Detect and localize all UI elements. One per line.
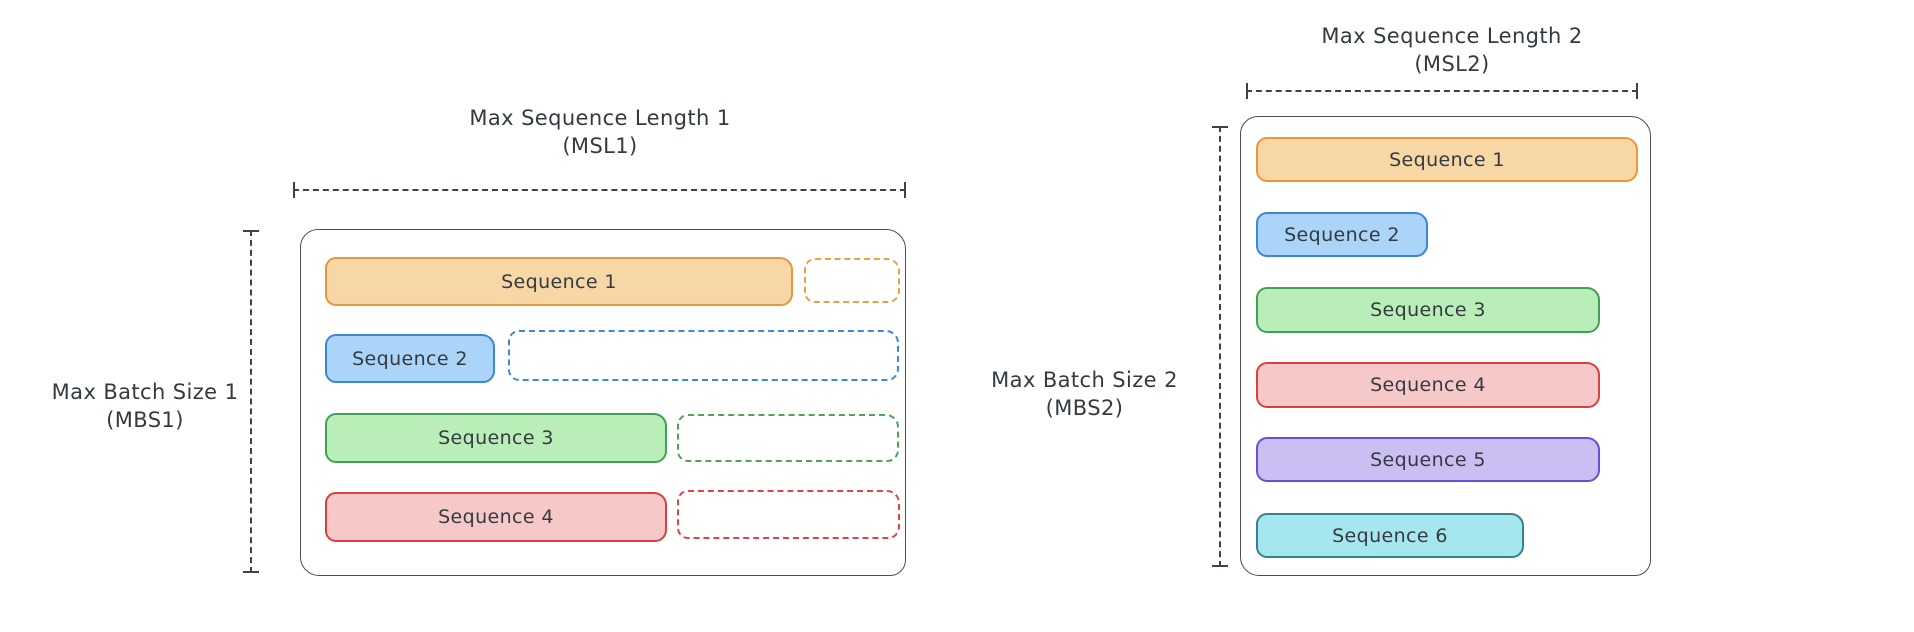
padding-box xyxy=(677,490,900,539)
sequence-box: Sequence 1 xyxy=(1256,137,1638,182)
dimension-tick-left xyxy=(293,182,295,198)
dimension-tick-left xyxy=(1246,83,1248,99)
dimension-tick-top xyxy=(1212,126,1228,128)
msl2-title: Max Sequence Length 2 (MSL2) xyxy=(1212,22,1692,78)
sequence-box: Sequence 2 xyxy=(1256,212,1428,257)
mbs2-label-line1: Max Batch Size 2 xyxy=(991,368,1178,392)
padding-box xyxy=(677,414,899,462)
sequence-label: Sequence 3 xyxy=(1370,299,1486,321)
dimension-tick-bottom xyxy=(1212,565,1228,567)
sequence-box: Sequence 3 xyxy=(1256,287,1600,333)
sequence-label: Sequence 2 xyxy=(352,347,468,370)
batch2-container xyxy=(1240,116,1651,576)
msl2-title-line2: (MSL2) xyxy=(1414,52,1490,76)
mbs1-dimension-line xyxy=(243,230,259,573)
sequence-box: Sequence 6 xyxy=(1256,513,1524,558)
mbs2-label: Max Batch Size 2 (MBS2) xyxy=(972,366,1197,422)
sequence-label: Sequence 2 xyxy=(1284,223,1400,246)
msl2-title-line1: Max Sequence Length 2 xyxy=(1321,24,1583,48)
mbs1-label-line2: (MBS1) xyxy=(106,408,184,432)
sequence-label: Sequence 4 xyxy=(1370,374,1486,396)
msl1-title: Max Sequence Length 1 (MSL1) xyxy=(360,104,840,160)
msl2-dimension-line xyxy=(1246,83,1638,99)
mbs2-dimension-line xyxy=(1212,126,1228,567)
sequence-box: Sequence 2 xyxy=(325,334,495,383)
sequence-label: Sequence 4 xyxy=(438,506,554,528)
sequence-box: Sequence 3 xyxy=(325,413,667,463)
msl1-title-line1: Max Sequence Length 1 xyxy=(469,106,731,130)
mbs1-label: Max Batch Size 1 (MBS1) xyxy=(35,378,255,434)
msl1-dimension-line xyxy=(293,182,906,198)
dimension-tick-bottom xyxy=(243,571,259,573)
padding-box xyxy=(804,258,900,303)
padding-box xyxy=(508,330,899,381)
sequence-box: Sequence 4 xyxy=(1256,362,1600,408)
msl1-title-line2: (MSL1) xyxy=(562,134,638,158)
sequence-box: Sequence 4 xyxy=(325,492,667,542)
sequence-box: Sequence 5 xyxy=(1256,437,1600,482)
dimension-tick-right xyxy=(904,182,906,198)
dimension-tick-top xyxy=(243,230,259,232)
mbs1-label-line1: Max Batch Size 1 xyxy=(51,380,239,404)
sequence-box: Sequence 1 xyxy=(325,257,793,306)
sequence-label: Sequence 3 xyxy=(438,427,554,449)
mbs2-label-line2: (MBS2) xyxy=(1045,396,1124,420)
sequence-label: Sequence 1 xyxy=(1389,148,1505,171)
sequence-label: Sequence 5 xyxy=(1370,448,1486,471)
dimension-tick-right xyxy=(1636,83,1638,99)
sequence-label: Sequence 1 xyxy=(501,270,617,293)
sequence-label: Sequence 6 xyxy=(1332,524,1448,547)
